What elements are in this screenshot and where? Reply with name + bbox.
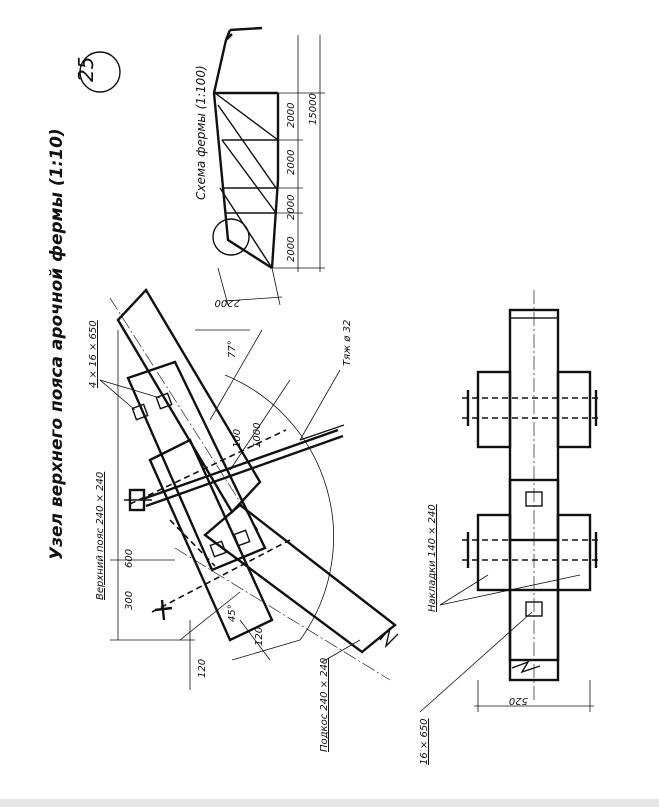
angle-77: 77° [227, 340, 238, 358]
dim-600: 600 [124, 549, 135, 568]
scheme-dim-2000-c: 2000 [286, 195, 297, 220]
page-title: Узел верхнего пояса арочной фермы (1:10) [47, 128, 67, 560]
bolt-label: 16 × 650 [419, 718, 430, 765]
dim-300: 300 [124, 591, 135, 610]
overlays-label: Накладки 140 × 240 [427, 504, 438, 612]
bolts-label: 4 × 16 × 650 [88, 320, 99, 388]
angle-45: 45° [227, 604, 238, 622]
sheet-number-text: 25 [74, 57, 98, 82]
scheme-dim-2000-d: 2000 [286, 237, 297, 262]
sheet-number: 25 [74, 51, 121, 93]
scheme-dim-2000-a: 2000 [286, 103, 297, 128]
plan-view: 520 Накладки 140 × 240 16 × 650 [419, 290, 600, 765]
scheme-title: Схема фермы (1:100) [194, 65, 208, 200]
bottom-bar [0, 799, 659, 807]
tie-label: Тяж ø 32 [342, 320, 353, 366]
dim-100: 100 [232, 429, 243, 448]
scheme-dim-2200: 2200 [215, 297, 240, 308]
node-elevation: Верхний пояс 240 × 240 4 × 16 × 650 Тяж … [88, 288, 399, 752]
scheme-dim-2000-b: 2000 [286, 150, 297, 175]
dim-120-b: 120 [254, 627, 265, 646]
scheme-dim-15000: 15000 [308, 93, 319, 125]
dim-1000: 1000 [252, 423, 263, 448]
brace-label: Подкос 240 × 240 [319, 658, 330, 752]
dim-120-a: 120 [197, 659, 208, 678]
dim-520: 520 [509, 695, 528, 706]
top-chord-label: Верхний пояс 240 × 240 [95, 472, 106, 600]
truss-scheme: Схема фермы (1:100) 2000 2000 2000 200 [194, 26, 325, 308]
